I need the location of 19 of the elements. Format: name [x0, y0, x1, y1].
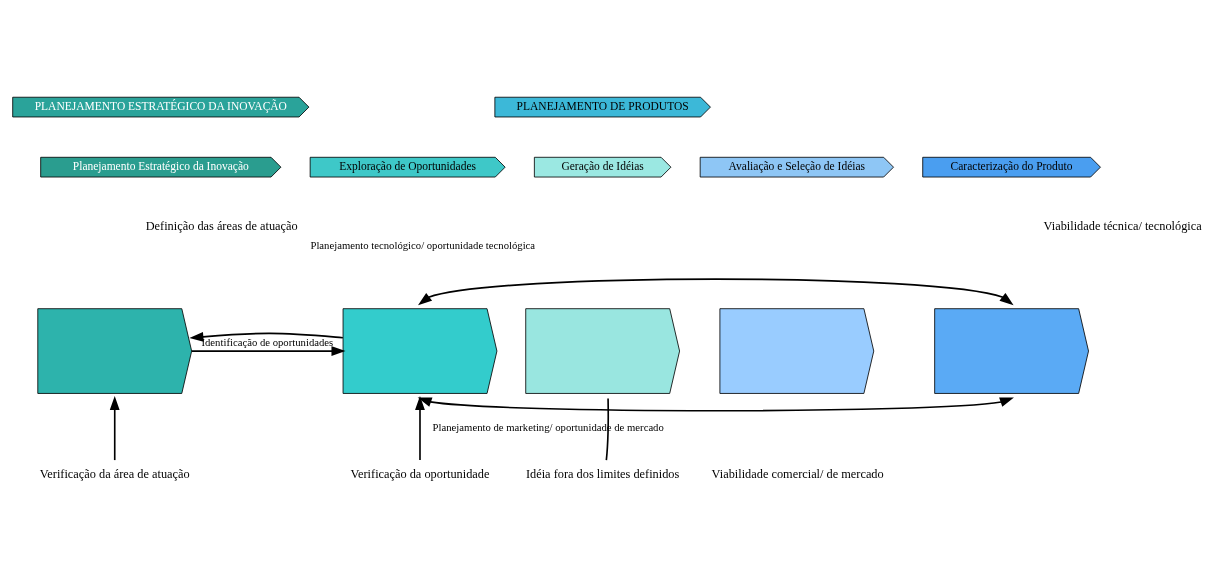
connector	[605, 397, 610, 461]
label: Viabilidade comercial/ de mercado	[711, 466, 884, 481]
node-text: Idéia fora dos limites definidos	[525, 466, 680, 481]
edge-label: Identificação de oportunidades	[201, 335, 334, 348]
label: Definição das áreas de atuação	[145, 218, 298, 233]
node-chevron	[525, 307, 680, 394]
node-chevron	[719, 307, 875, 394]
arrow	[189, 331, 344, 342]
node-text: Verificação da oportunidade	[350, 466, 490, 481]
label: Viabilidade técnica/ tecnológica	[1043, 218, 1202, 233]
arrow	[418, 277, 1014, 305]
arrow	[190, 345, 346, 356]
node-text: Verificação da área de atuação	[39, 466, 190, 481]
arrow	[109, 395, 120, 461]
edge-label: Planejamento tecnológico/ oportunidade tecnológica	[310, 238, 536, 251]
node-chevron	[37, 307, 193, 394]
node-chevron	[934, 307, 1089, 394]
node-chevron	[342, 307, 498, 394]
arrow	[415, 395, 425, 461]
